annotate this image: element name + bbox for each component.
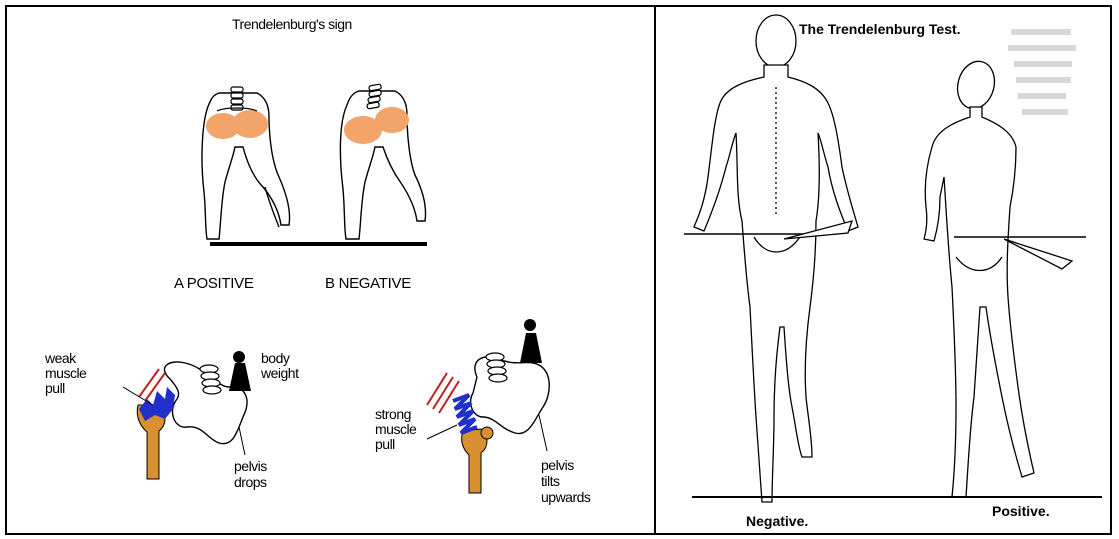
left-illustration bbox=[7, 7, 654, 533]
body-weight-label-line-2: weight bbox=[261, 366, 298, 381]
left-title: Trendelenburg's sign bbox=[232, 16, 352, 32]
positive-figure-icon bbox=[924, 57, 1034, 497]
positive-label: Positive. bbox=[992, 503, 1050, 519]
drops-label-line-2: drops bbox=[234, 475, 267, 490]
strong-body-weight-icon bbox=[520, 319, 542, 363]
trendelenburg-sign-panel: Trendelenburg's sign A POSITIVE B NEGATI… bbox=[7, 7, 654, 533]
weak-body-weight-icon bbox=[229, 351, 251, 391]
drops-label-line-1: pelvis bbox=[234, 459, 267, 474]
negative-figure-icon bbox=[694, 15, 858, 502]
trendelenburg-test-panel: The Trendelenburg Test. Negative. Positi… bbox=[656, 7, 1110, 533]
positive-angle-indicator-icon bbox=[1004, 239, 1072, 269]
tilts-label-line-1: pelvis bbox=[541, 458, 574, 473]
strong-femur-icon bbox=[462, 427, 493, 493]
weak-label-line-3: pull bbox=[45, 381, 65, 396]
strong-label-line-3: pull bbox=[375, 437, 395, 452]
strong-pointer-line bbox=[427, 425, 457, 439]
weak-label-line-1: weak bbox=[45, 351, 76, 366]
negative-label: Negative. bbox=[746, 513, 808, 529]
label-b-negative: B NEGATIVE bbox=[325, 275, 411, 292]
strong-pelvis-icon bbox=[471, 357, 550, 434]
strong-label-line-1: strong bbox=[375, 407, 411, 422]
right-title: The Trendelenburg Test. bbox=[799, 21, 961, 37]
tilts-label-line-3: upwards bbox=[541, 490, 590, 505]
label-a-positive: A POSITIVE bbox=[174, 275, 254, 292]
weak-label-line-2: muscle bbox=[45, 366, 86, 381]
tilts-pointer-line bbox=[539, 415, 547, 451]
body-weight-label-line-1: body bbox=[261, 351, 289, 366]
right-illustration bbox=[656, 7, 1110, 533]
drops-pointer-line bbox=[239, 427, 245, 455]
background-text-shadow bbox=[1008, 29, 1076, 115]
strong-label-line-2: muscle bbox=[375, 422, 416, 437]
tilts-label-line-2: tilts bbox=[541, 474, 560, 489]
